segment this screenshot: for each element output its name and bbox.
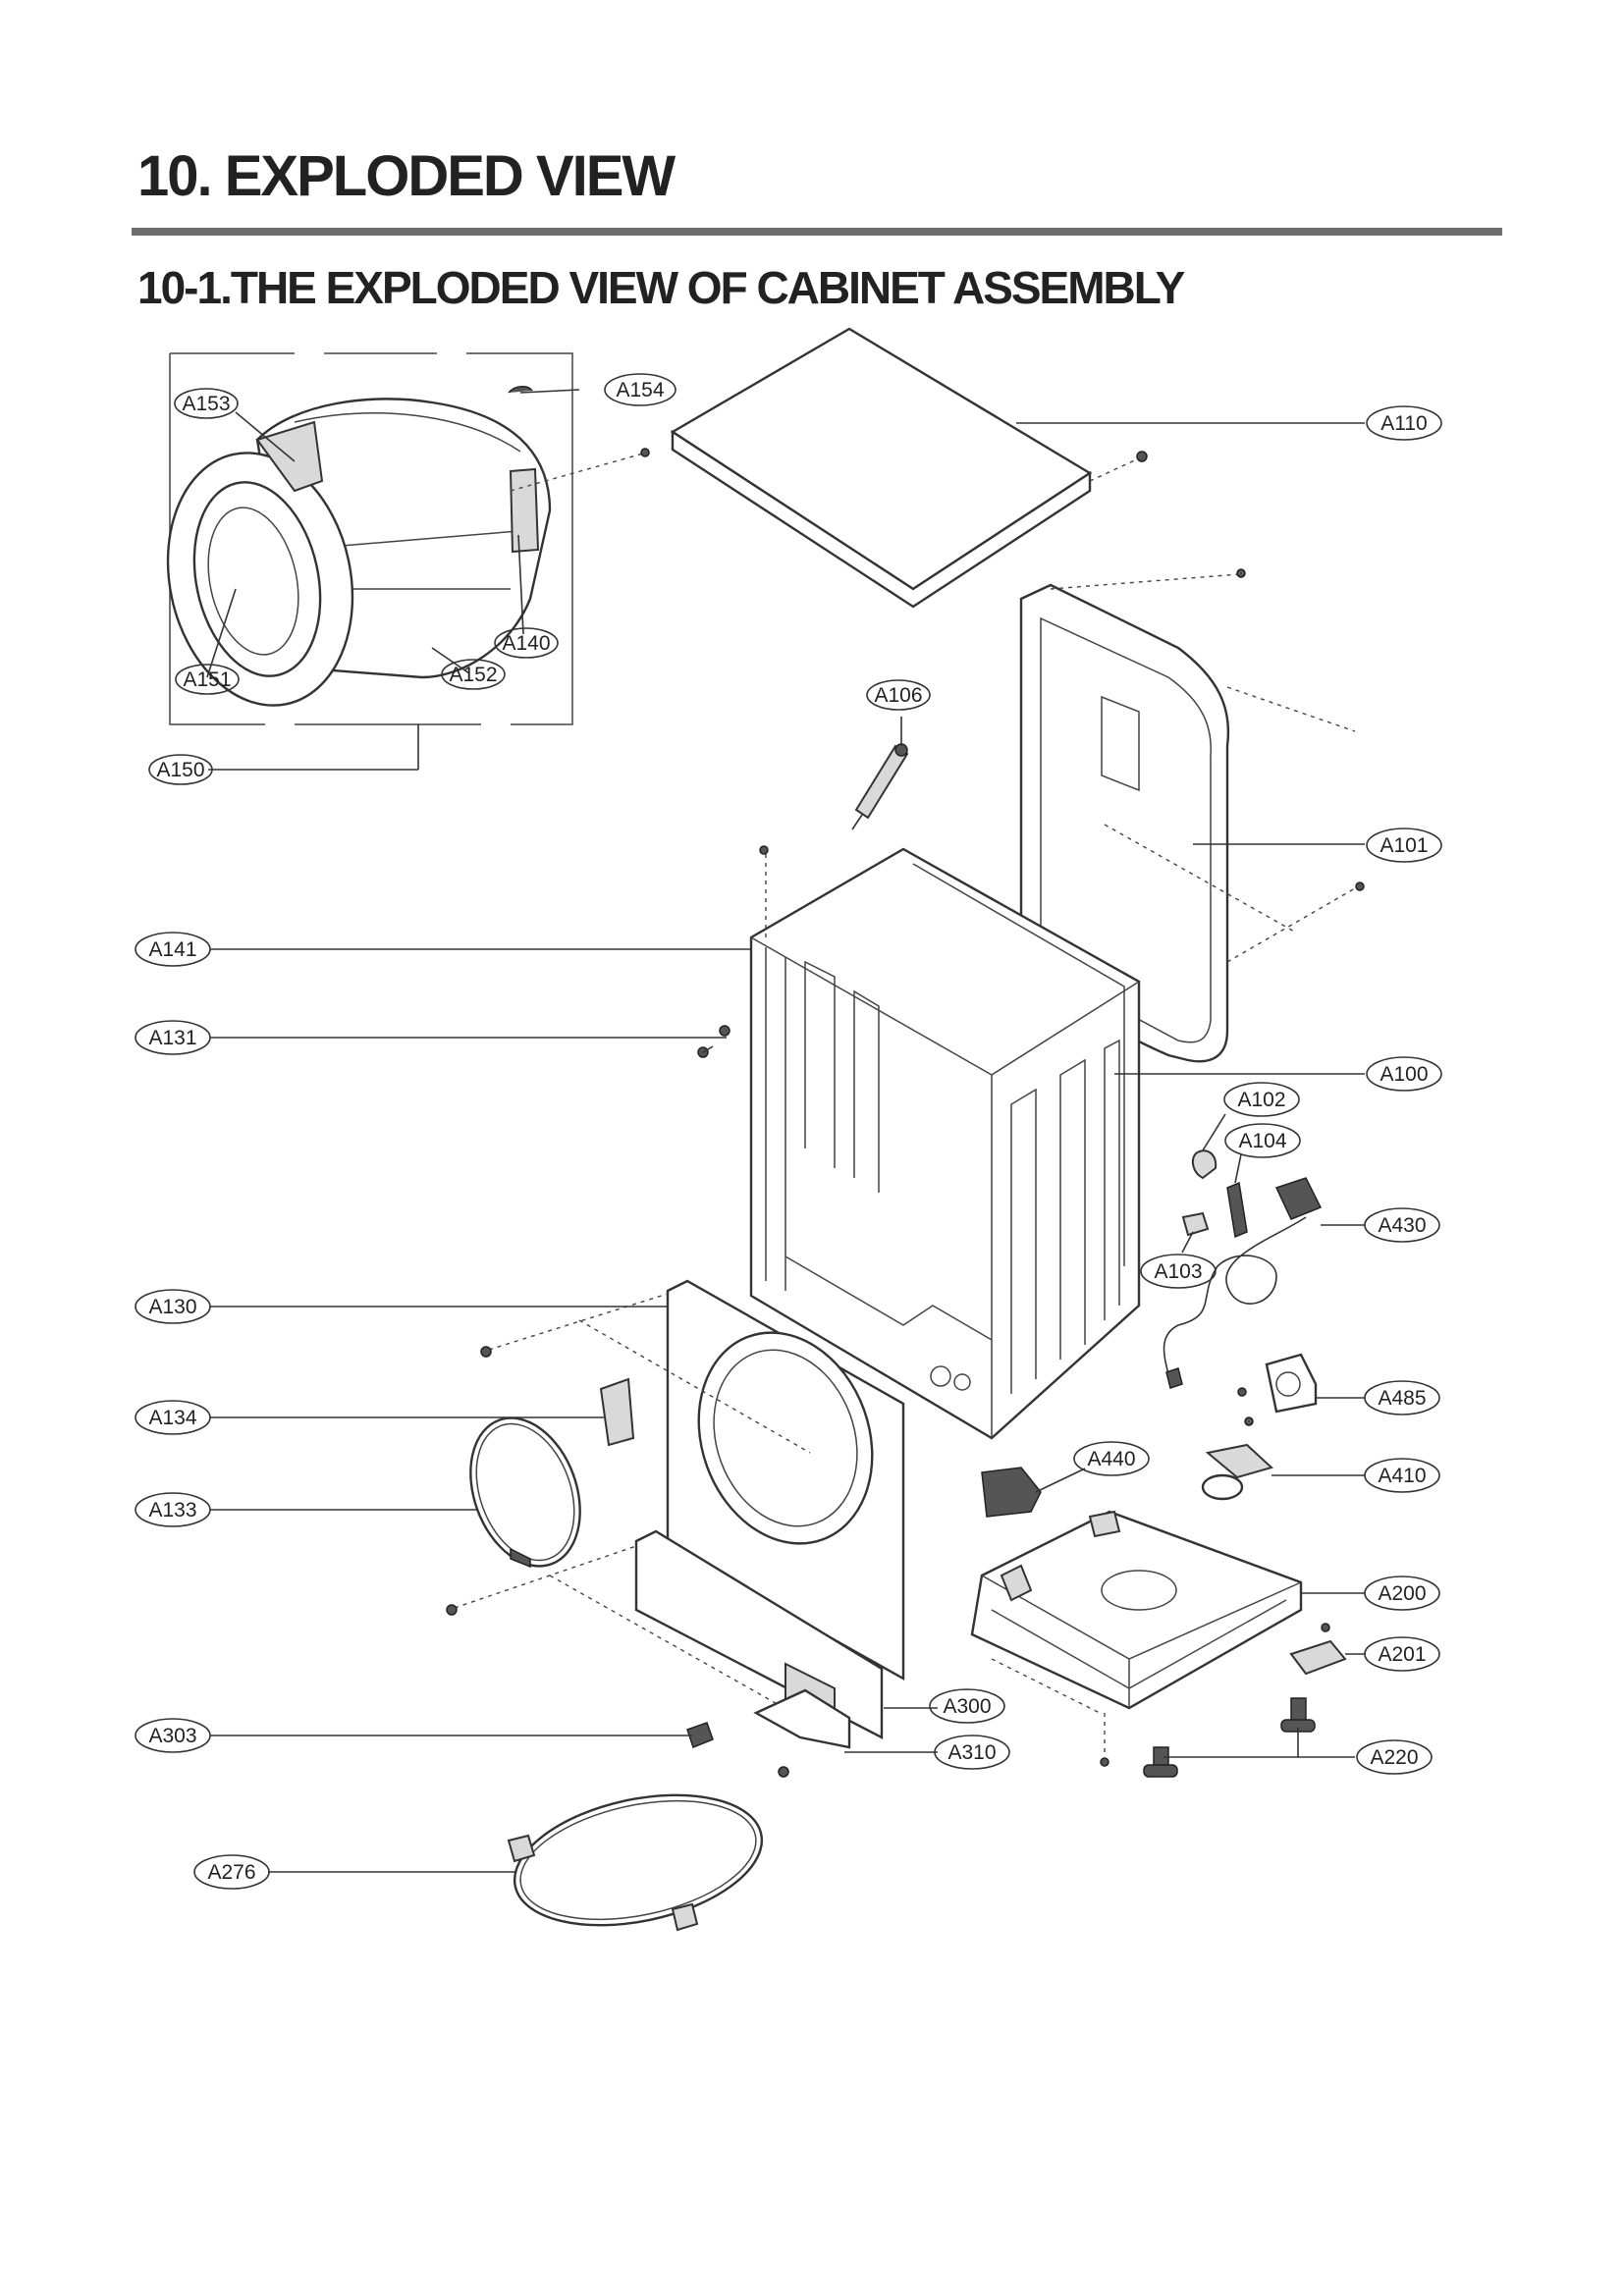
label-a201: A201 [1364, 1636, 1440, 1672]
electrical-parts [1163, 1149, 1323, 1389]
label-a150: A150 [148, 754, 213, 785]
svg-text:A100: A100 [1380, 1063, 1428, 1086]
svg-text:A154: A154 [616, 379, 664, 401]
svg-text:A133: A133 [148, 1499, 196, 1522]
svg-text:A276: A276 [207, 1861, 255, 1884]
svg-text:A300: A300 [943, 1695, 991, 1718]
label-a303: A303 [135, 1718, 211, 1753]
a276-hose-part [507, 1793, 764, 1932]
title-divider [132, 228, 1502, 236]
svg-text:A141: A141 [148, 938, 196, 961]
svg-text:A220: A220 [1370, 1746, 1418, 1769]
base-frame-part [970, 1510, 1303, 1767]
svg-text:A152: A152 [449, 664, 497, 686]
a131-screws [697, 1025, 730, 1058]
label-a106: A106 [866, 679, 931, 711]
lower-panel-part [446, 1529, 884, 1778]
door-assembly-group [166, 352, 650, 771]
label-a300: A300 [929, 1688, 1005, 1724]
a201-screw [1321, 1623, 1330, 1632]
label-a152: A152 [441, 659, 506, 690]
svg-text:A200: A200 [1378, 1582, 1426, 1605]
svg-text:A101: A101 [1380, 834, 1428, 857]
svg-text:A102: A102 [1237, 1089, 1285, 1111]
cabinet-frame-part [749, 845, 1141, 1440]
a410-part [1201, 1416, 1273, 1501]
label-a131: A131 [135, 1020, 211, 1055]
label-a103: A103 [1140, 1254, 1217, 1289]
label-a141: A141 [135, 932, 211, 967]
svg-text:A106: A106 [874, 684, 922, 707]
label-a220: A220 [1356, 1739, 1433, 1775]
label-a101: A101 [1366, 828, 1442, 863]
a106-part [851, 743, 909, 830]
svg-text:A485: A485 [1378, 1387, 1426, 1410]
label-a130: A130 [135, 1289, 211, 1324]
svg-text:A151: A151 [183, 668, 231, 691]
a133-part [469, 1416, 581, 1569]
svg-text:A310: A310 [947, 1741, 996, 1764]
svg-text:A130: A130 [148, 1296, 196, 1318]
a303-part [686, 1722, 714, 1748]
svg-text:A140: A140 [502, 632, 550, 655]
label-a410: A410 [1364, 1458, 1440, 1493]
label-a133: A133 [135, 1492, 211, 1527]
svg-text:A410: A410 [1378, 1465, 1426, 1487]
section-title: 10-1.THE EXPLODED VIEW OF CABINET ASSEMB… [137, 262, 1185, 313]
label-a110: A110 [1366, 405, 1442, 441]
svg-text:A110: A110 [1380, 412, 1428, 435]
label-a200: A200 [1364, 1575, 1440, 1611]
svg-text:A153: A153 [182, 393, 230, 415]
svg-text:A103: A103 [1154, 1260, 1202, 1283]
page-title: 10. EXPLODED VIEW [137, 144, 676, 208]
svg-text:A150: A150 [156, 759, 204, 781]
label-a440: A440 [1073, 1441, 1150, 1476]
leader-lines [206, 389, 1365, 1873]
label-a485: A485 [1364, 1380, 1440, 1415]
svg-text:A440: A440 [1087, 1448, 1135, 1470]
rear-panel-part [1019, 568, 1365, 1063]
label-a100: A100 [1366, 1056, 1442, 1092]
label-a104: A104 [1224, 1123, 1301, 1158]
label-a153: A153 [174, 388, 239, 419]
label-a154: A154 [604, 373, 676, 406]
a440-part [981, 1467, 1042, 1518]
label-a140: A140 [494, 627, 559, 659]
label-a151: A151 [175, 664, 240, 695]
label-a276: A276 [193, 1854, 270, 1890]
a220-feet-part [1143, 1697, 1316, 1778]
label-a430: A430 [1364, 1207, 1440, 1243]
svg-text:A134: A134 [148, 1407, 196, 1429]
svg-text:A303: A303 [148, 1725, 196, 1747]
label-a310: A310 [934, 1735, 1010, 1770]
svg-text:A201: A201 [1378, 1643, 1426, 1666]
label-a134: A134 [135, 1400, 211, 1435]
a201-part [1289, 1639, 1347, 1676]
a485-part [1237, 1353, 1318, 1414]
part-labels: A153 A154 A110 A140 A151 A152 A150 A106 … [135, 373, 1442, 1890]
svg-text:A104: A104 [1238, 1130, 1286, 1152]
svg-text:A131: A131 [148, 1027, 196, 1049]
label-a102: A102 [1223, 1082, 1300, 1117]
svg-text:A430: A430 [1378, 1214, 1426, 1237]
a134-part [599, 1377, 635, 1447]
top-cover-part [670, 327, 1148, 609]
